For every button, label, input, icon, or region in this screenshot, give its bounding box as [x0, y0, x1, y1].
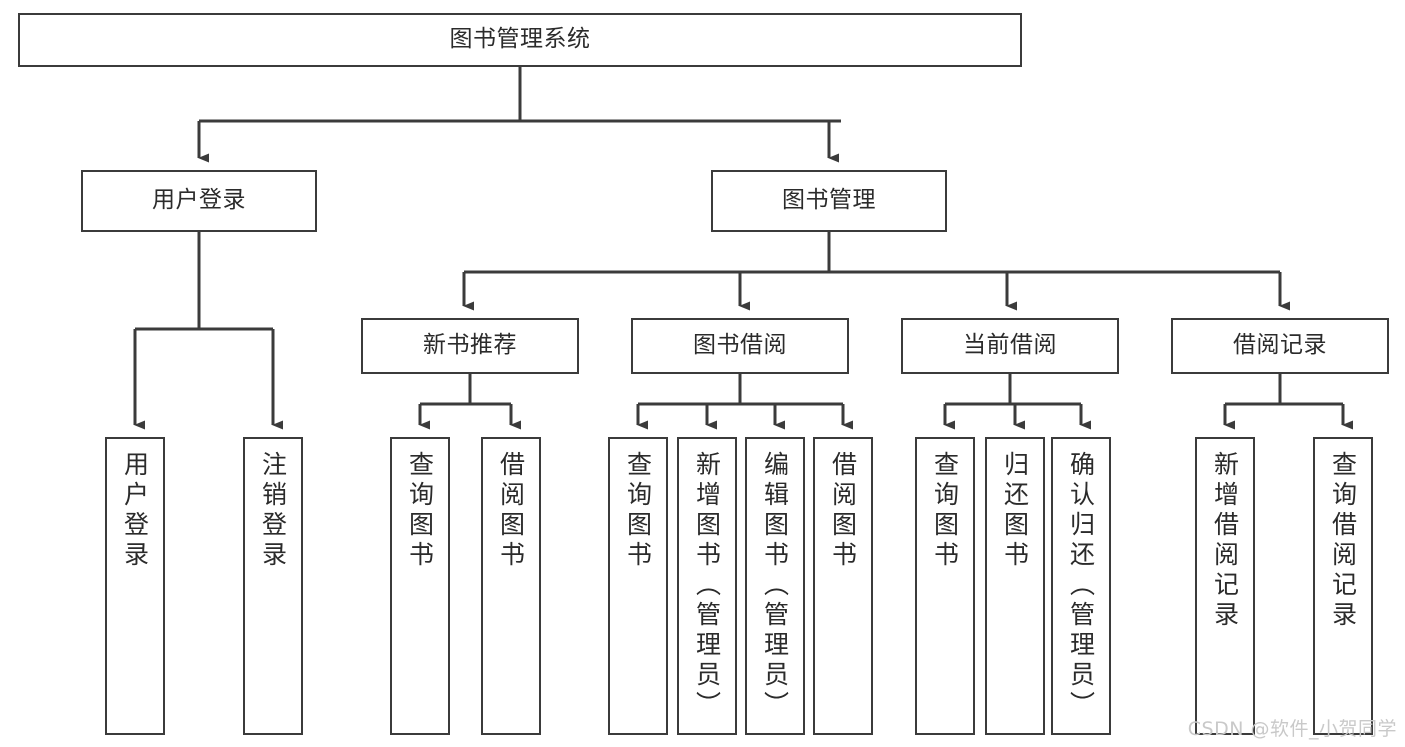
- node-current-borrow[interactable]: 当前借阅: [901, 318, 1119, 374]
- node-leaf-borrow-book-2[interactable]: 借阅图书: [813, 437, 873, 735]
- node-leaf-user-login-label: 用户登录: [120, 451, 150, 571]
- node-current-borrow-label: 当前借阅: [963, 332, 1057, 359]
- node-leaf-return-book[interactable]: 归还图书: [985, 437, 1045, 735]
- node-leaf-user-logout[interactable]: 注销登录: [243, 437, 303, 735]
- node-leaf-edit-book[interactable]: 编辑图书（管理员）: [745, 437, 805, 735]
- node-book-manage[interactable]: 图书管理: [711, 170, 947, 232]
- node-root-label: 图书管理系统: [449, 26, 591, 53]
- node-borrow-record[interactable]: 借阅记录: [1171, 318, 1389, 374]
- node-leaf-add-record-label: 新增借阅记录: [1210, 451, 1240, 631]
- node-new-book-rec-label: 新书推荐: [423, 332, 517, 359]
- node-leaf-confirm-return[interactable]: 确认归还（管理员）: [1051, 437, 1111, 735]
- node-book-borrow[interactable]: 图书借阅: [631, 318, 849, 374]
- node-leaf-user-login[interactable]: 用户登录: [105, 437, 165, 735]
- node-leaf-add-book-label: 新增图书（管理员）: [692, 451, 722, 721]
- node-leaf-query-record-label: 查询借阅记录: [1328, 451, 1358, 631]
- node-leaf-borrow-book-2-label: 借阅图书: [828, 451, 858, 571]
- node-leaf-query-record[interactable]: 查询借阅记录: [1313, 437, 1373, 735]
- node-user-login-label: 用户登录: [152, 187, 246, 214]
- node-leaf-query-book-1-label: 查询图书: [405, 451, 435, 571]
- node-root[interactable]: 图书管理系统: [18, 13, 1022, 67]
- node-user-login[interactable]: 用户登录: [81, 170, 317, 232]
- node-leaf-borrow-book-1-label: 借阅图书: [496, 451, 526, 571]
- node-leaf-add-book[interactable]: 新增图书（管理员）: [677, 437, 737, 735]
- node-new-book-rec[interactable]: 新书推荐: [361, 318, 579, 374]
- node-leaf-confirm-return-label: 确认归还（管理员）: [1066, 451, 1096, 721]
- node-leaf-add-record[interactable]: 新增借阅记录: [1195, 437, 1255, 735]
- node-leaf-borrow-book-1[interactable]: 借阅图书: [481, 437, 541, 735]
- node-leaf-query-book-3[interactable]: 查询图书: [915, 437, 975, 735]
- node-leaf-return-book-label: 归还图书: [1000, 451, 1030, 571]
- node-book-manage-label: 图书管理: [782, 187, 876, 214]
- node-leaf-edit-book-label: 编辑图书（管理员）: [760, 451, 790, 721]
- node-leaf-query-book-2-label: 查询图书: [623, 451, 653, 571]
- watermark: CSDN @软件_小贺同学: [1187, 718, 1397, 740]
- node-book-borrow-label: 图书借阅: [693, 332, 787, 359]
- node-leaf-query-book-2[interactable]: 查询图书: [608, 437, 668, 735]
- node-leaf-query-book-1[interactable]: 查询图书: [390, 437, 450, 735]
- node-leaf-user-logout-label: 注销登录: [258, 451, 288, 571]
- node-borrow-record-label: 借阅记录: [1233, 332, 1327, 359]
- node-leaf-query-book-3-label: 查询图书: [930, 451, 960, 571]
